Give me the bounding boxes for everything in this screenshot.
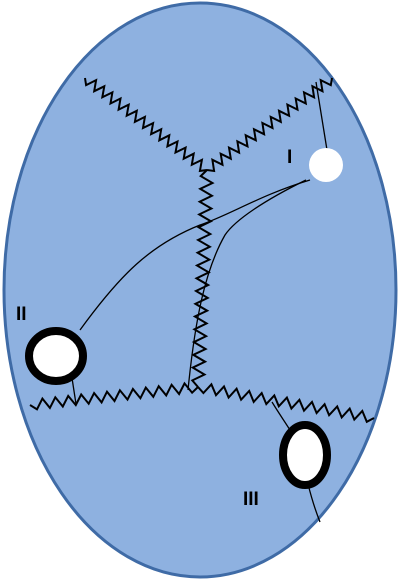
node-i-circle [309,148,343,182]
label-ii: II [16,304,27,325]
node-iii-ring [283,425,327,485]
label-i: I [287,147,292,168]
node-ii-ring [29,331,83,381]
label-iii: III [243,489,259,510]
